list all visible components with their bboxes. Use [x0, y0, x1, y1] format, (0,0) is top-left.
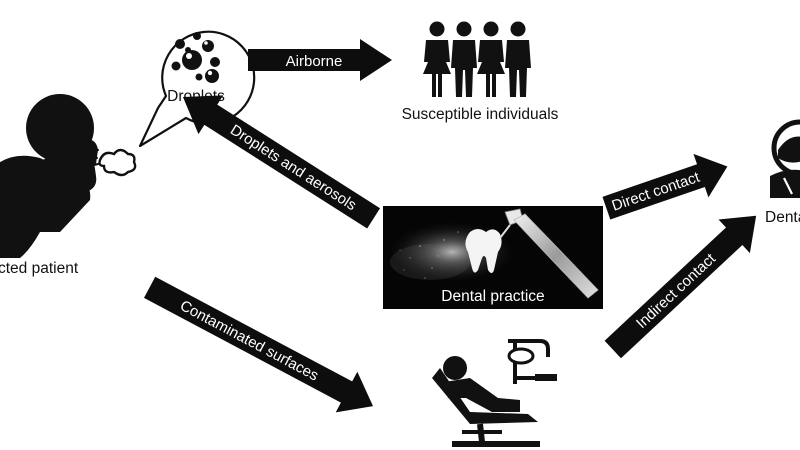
arrow-droplets-aerosols-label: Droplets and aerosols [227, 121, 359, 214]
handpiece-icon [499, 208, 599, 299]
dental-practice-photo: Dental practice [383, 206, 603, 309]
cough-cloud-icon [87, 145, 137, 177]
group-of-people-icon [423, 21, 531, 97]
arrow-droplets-aerosols: Droplets and aerosols [182, 95, 381, 229]
arrow-contaminated-surfaces-label: Contaminated surfaces [177, 297, 321, 384]
patient-head [26, 94, 94, 162]
patient-label: cted patient [0, 260, 79, 277]
person-icon [505, 21, 531, 97]
patient-hand [80, 139, 98, 165]
person-icon [477, 21, 505, 97]
arrow-airborne-label: Airborne [286, 53, 343, 70]
dental-staff-label: Dental p [765, 209, 800, 226]
chair-lamp [507, 347, 535, 365]
dental-chair-icon [432, 339, 557, 447]
arrow-contaminated-surfaces: Contaminated surfaces [143, 276, 374, 413]
arrow-indirect-contact-label: Indirect contact [633, 250, 720, 332]
arrow-indirect-contact: Indirect contact [604, 215, 757, 359]
arrow-direct-contact: Direct contact [602, 153, 728, 220]
susceptible-label: Susceptible individuals [402, 106, 559, 123]
tooth-icon [465, 229, 502, 273]
dental-practice-label: Dental practice [441, 288, 544, 305]
patient-arm [30, 150, 97, 196]
arrow-airborne: Airborne [248, 39, 392, 81]
person-icon [451, 21, 477, 97]
coughing-person-icon [0, 94, 98, 258]
person-icon [423, 21, 451, 97]
dental-professional-icon [770, 119, 800, 198]
